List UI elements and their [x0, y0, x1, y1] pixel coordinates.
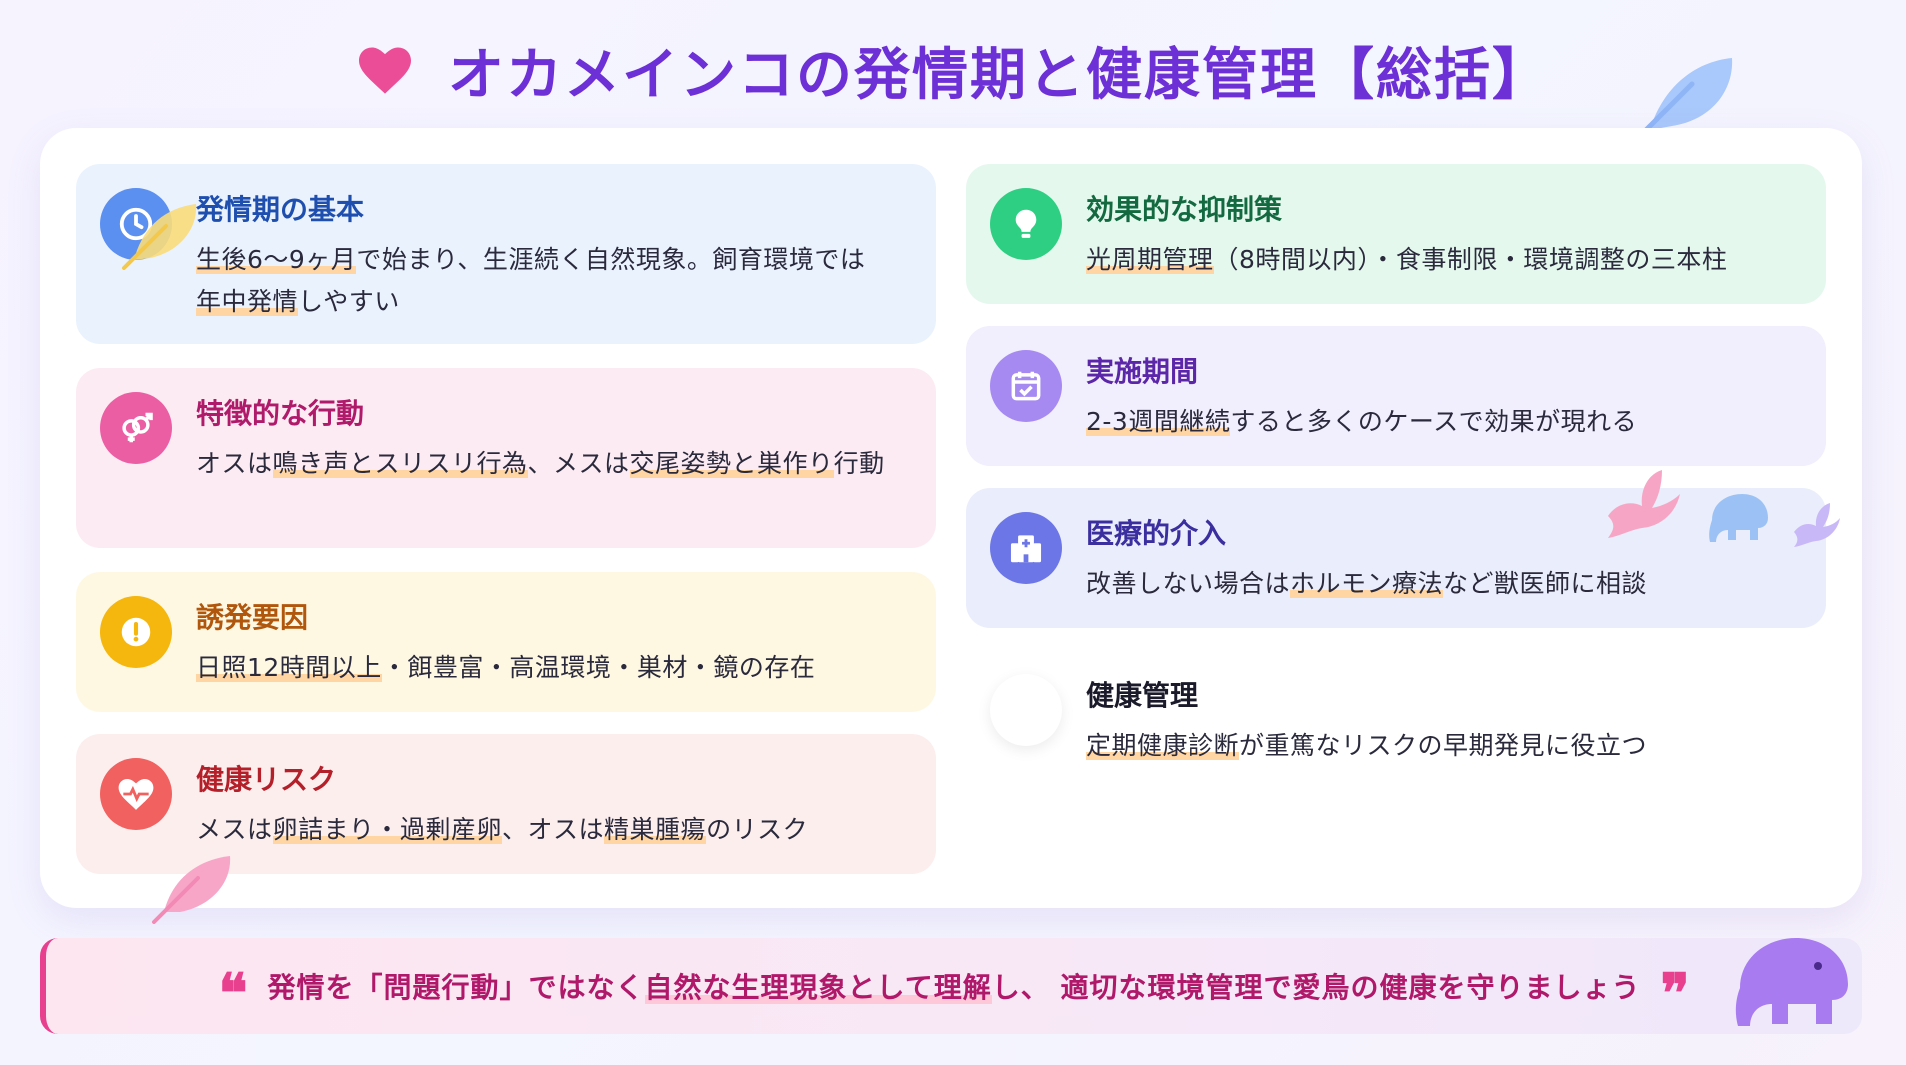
card-trigger-factors: 誘発要因 日照12時間以上・餌豊富・高温環境・巣材・鏡の存在 [76, 572, 936, 712]
quote-text-part: し、 適切な環境管理で愛鳥の健康を守りましょう [991, 971, 1641, 1004]
gender-icon [100, 392, 172, 464]
body-text: 、オスは [502, 815, 605, 844]
card-body: 光周期管理（8時間以内）・食事制限・環境調整の三本柱 [1086, 239, 1796, 281]
body-text: オスは [196, 449, 273, 478]
highlight-text: 2-3週間継続 [1086, 407, 1231, 436]
card-body: 定期健康診断が重篤なリスクの早期発見に役立つ [1086, 725, 1796, 767]
feather-icon [122, 204, 197, 270]
card-body: 改善しない場合はホルモン療法など獣医師に相談 [1086, 563, 1796, 605]
card-characteristic-behavior: 特徴的な行動 オスは鳴き声とスリスリ行為、メスは交尾姿勢と巣作り行動 [76, 368, 936, 548]
highlight-text: 生後6〜9ヶ月 [196, 245, 357, 274]
highlight-text: ホルモン療法 [1290, 569, 1444, 598]
heart-pulse-icon [100, 758, 172, 830]
exclamation-icon [100, 596, 172, 668]
card-body: オスは鳴き声とスリスリ行為、メスは交尾姿勢と巣作り行動 [196, 443, 906, 485]
quote-text-part: 発情を「問題行動」ではなく [267, 971, 645, 1004]
card-body: 生後6〜9ヶ月で始まり、生涯続く自然現象。飼育環境では年中発情しやすい [196, 239, 906, 323]
summary-panel: 発情期の基本 生後6〜9ヶ月で始まり、生涯続く自然現象。飼育環境では年中発情しや… [40, 128, 1862, 908]
card-body: メスは卵詰まり・過剰産卵、オスは精巣腫瘍のリスク [196, 809, 906, 851]
lightbulb-icon [990, 188, 1062, 260]
card-title: 健康管理 [1086, 679, 1199, 712]
elephant-icon [1709, 494, 1768, 542]
highlight-text: 年中発情 [196, 287, 299, 316]
highlight-text: 定期健康診断 [1086, 731, 1240, 760]
quote-highlight: 自然な生理現象として理解 [644, 971, 992, 1004]
card-health-risk: 健康リスク メスは卵詰まり・過剰産卵、オスは精巣腫瘍のリスク [76, 734, 936, 874]
card-estrus-basics: 発情期の基本 生後6〜9ヶ月で始まり、生涯続く自然現象。飼育環境では年中発情しや… [76, 164, 936, 344]
highlight-text: 鳴き声とスリスリ行為 [272, 449, 528, 478]
hospital-icon [990, 512, 1062, 584]
highlight-text: 交尾姿勢と巣作り [629, 449, 834, 478]
heart-icon [359, 47, 411, 94]
title-row: オカメインコの発情期と健康管理【総括】 [0, 28, 1906, 112]
card-title: 誘発要因 [196, 601, 309, 634]
feather-icon [152, 856, 231, 924]
dove-icon [1608, 470, 1680, 538]
open-quote-icon: ❝ [218, 966, 248, 1006]
card-title: 実施期間 [1086, 355, 1199, 388]
body-text: 改善しない場合は [1086, 569, 1291, 598]
highlight-text: 光周期管理 [1086, 245, 1214, 274]
body-text: （8時間以内）・食事制限・環境調整の三本柱 [1213, 245, 1728, 274]
elephant-icon [1735, 938, 1848, 1026]
card-body: 日照12時間以上・餌豊富・高温環境・巣材・鏡の存在 [196, 647, 906, 689]
highlight-text: 精巣腫瘍 [604, 815, 707, 844]
body-text: など獣医師に相談 [1443, 569, 1648, 598]
highlight-text: 卵詰まり・過剰産卵 [272, 815, 503, 844]
body-text: のリスク [706, 815, 809, 844]
highlight-text: 日照12時間以上 [196, 653, 382, 682]
card-title: 効果的な抑制策 [1086, 193, 1283, 226]
page-title: オカメインコの発情期と健康管理【総括】 [448, 42, 1550, 108]
card-medical-intervention: 医療的介入 改善しない場合はホルモン療法など獣医師に相談 [966, 488, 1826, 628]
card-title: 医療的介入 [1086, 517, 1227, 550]
body-text: しやすい [298, 287, 400, 316]
body-text: 行動 [833, 449, 885, 478]
closing-quote-banner: ❝ 発情を「問題行動」ではなく自然な生理現象として理解し、 適切な環境管理で愛鳥… [40, 938, 1862, 1034]
body-text: メスは [196, 815, 273, 844]
card-body: 2-3週間継続すると多くのケースで効果が現れる [1086, 401, 1796, 443]
body-text: で始まり、生涯続く自然現象。飼育環境では [356, 245, 866, 274]
card-effective-measures: 効果的な抑制策 光周期管理（8時間以内）・食事制限・環境調整の三本柱 [966, 164, 1826, 304]
quote-text: 発情を「問題行動」ではなく自然な生理現象として理解し、 適切な環境管理で愛鳥の健… [268, 966, 1641, 1006]
body-text: ・餌豊富・高温環境・巣材・鏡の存在 [381, 653, 816, 682]
body-text: が重篤なリスクの早期発見に役立つ [1239, 731, 1648, 760]
card-title: 特徴的な行動 [196, 397, 365, 430]
calendar-check-icon [990, 350, 1062, 422]
body-text: 、メスは [527, 449, 630, 478]
body-text: すると多くのケースで効果が現れる [1230, 407, 1638, 436]
dove-icon [1794, 503, 1840, 547]
card-implementation-period: 実施期間 2-3週間継続すると多くのケースで効果が現れる [966, 326, 1826, 466]
card-title: 健康リスク [196, 763, 337, 796]
card-health-management: 健康管理 定期健康診断が重篤なリスクの早期発見に役立つ [966, 650, 1826, 790]
close-quote-icon: ❞ [1660, 966, 1690, 1006]
blank-icon [990, 674, 1062, 746]
card-title: 発情期の基本 [196, 193, 365, 226]
